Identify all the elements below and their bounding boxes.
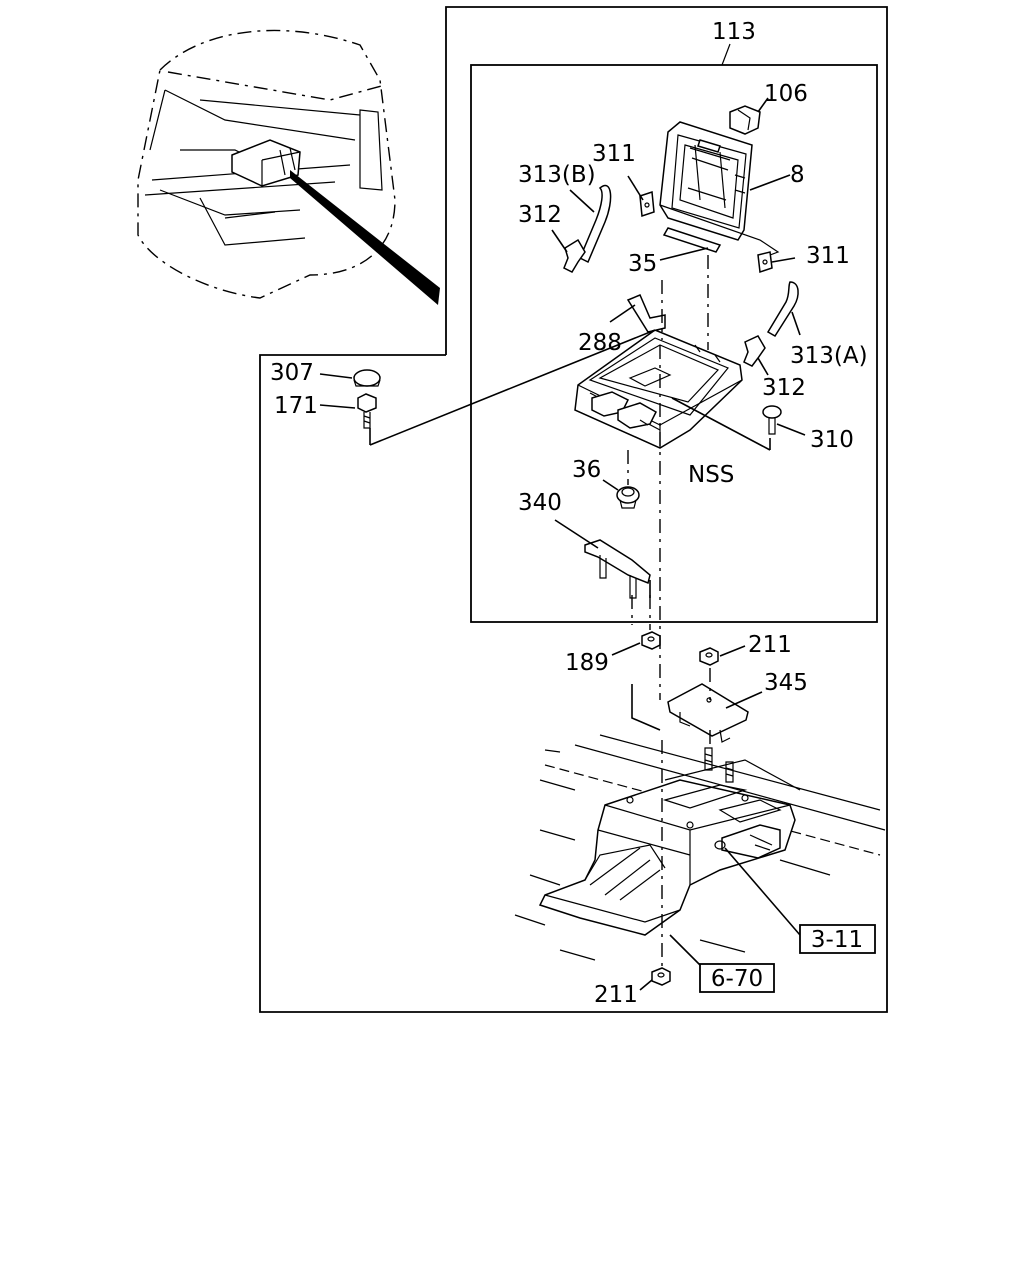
nut-part-189 [611,631,661,656]
outer-frame [259,6,888,1013]
callout-113: 113 [712,19,756,45]
bracket-part-311-right [757,251,796,274]
bracket-part-340 [554,519,651,599]
mounting-bar-part-35 [659,227,722,261]
callout-312: 312 [518,202,562,228]
callout-nss: NSS [688,462,734,488]
reference-leaders [669,847,801,966]
callout-211: 211 [594,982,638,1008]
mounting-plate-part-345 [667,683,763,743]
hook-bracket-part-288 [609,294,666,333]
callout-35: 35 [628,251,657,277]
callout-313a: 313(A) [790,343,868,369]
screw-part-171 [319,393,377,429]
callout-189: 189 [565,650,609,676]
callout-36: 36 [572,457,601,483]
callout-307: 307 [270,360,314,386]
nut-part-211-lower [639,967,671,991]
grommet-part-36 [602,479,640,509]
reference-box-3-11[interactable]: 3-11 [799,924,876,954]
callout-345: 345 [764,670,808,696]
floor-console-structure [514,734,886,961]
clip-part-312-left [551,229,586,273]
nut-part-211-upper [699,645,746,666]
callout-288: 288 [578,330,622,356]
bracket-part-311-left [627,175,655,218]
callout-310: 310 [810,427,854,453]
strap-part-313b [569,184,612,264]
reference-label-6-70: 6-70 [711,966,763,992]
strap-part-313a [766,281,801,338]
assembly-lines [369,255,771,968]
callout-340: 340 [518,490,562,516]
screw-part-310 [762,405,806,436]
callout-171: 171 [274,393,318,419]
cab-overview-illustration [137,29,440,305]
cap-part-307 [319,369,381,387]
bezel-frame-part [659,121,791,256]
clip-part-106 [729,97,769,135]
bolts-on-console [704,747,734,783]
callout-labels: 113 106 8 311 313(B) 312 311 35 288 313(… [270,19,868,1008]
callout-8: 8 [790,162,805,188]
assembly-box-113 [470,43,878,623]
callout-106: 106 [764,81,808,107]
reference-label-3-11: 3-11 [811,927,863,953]
callout-312: 312 [762,375,806,401]
callout-211: 211 [748,632,792,658]
callout-313b: 313(B) [518,162,596,188]
clip-part-312-right [743,335,769,376]
callout-311: 311 [592,141,636,167]
reference-box-6-70[interactable]: 6-70 [699,963,775,993]
callout-311: 311 [806,243,850,269]
